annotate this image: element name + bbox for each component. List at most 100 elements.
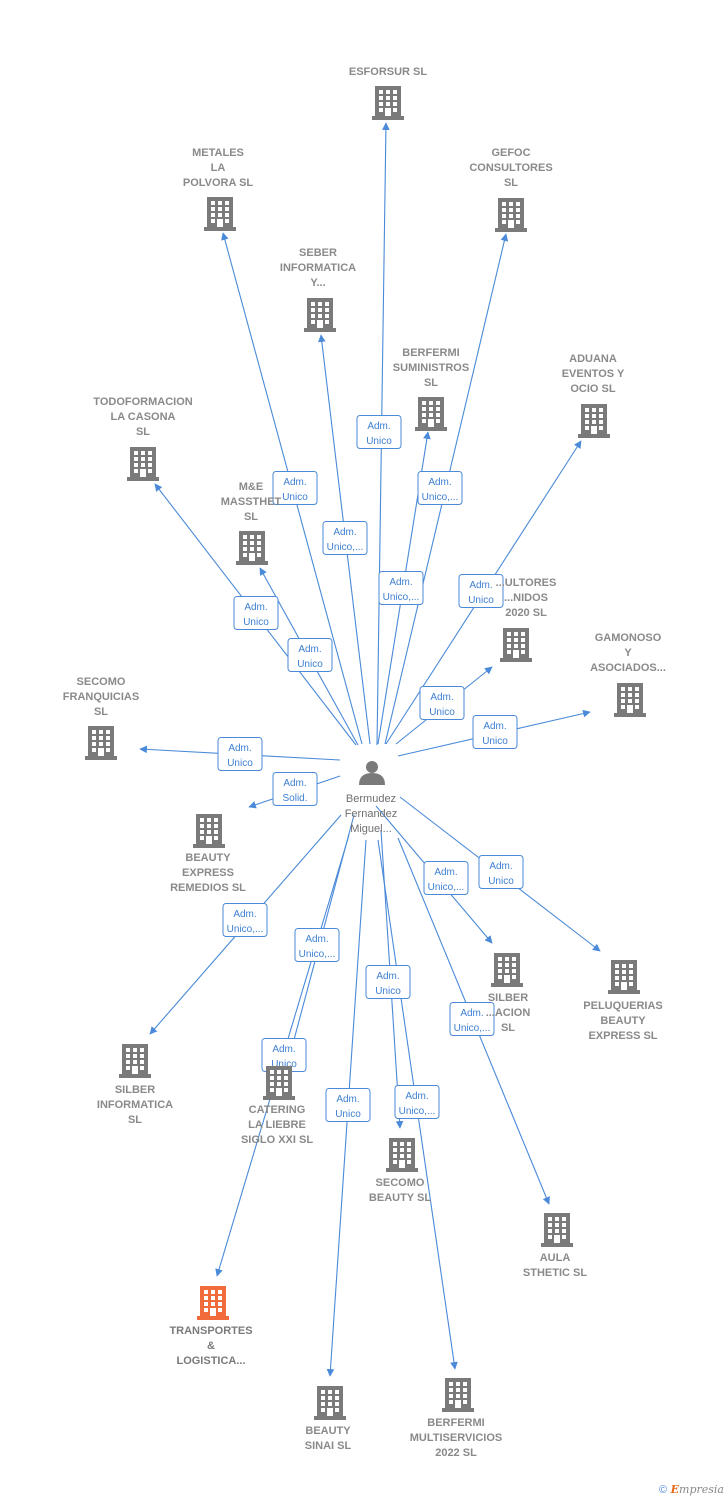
company-label[interactable]: OCIO SL xyxy=(570,383,616,395)
building-icon[interactable] xyxy=(608,960,640,994)
edge-label-box[interactable] xyxy=(222,903,268,937)
company-label[interactable]: SEBER xyxy=(299,247,337,259)
company-label[interactable]: SL xyxy=(244,511,258,523)
company-label[interactable]: SL xyxy=(424,377,438,389)
company-node-mne[interactable]: M&E MASSTHET SL xyxy=(221,481,282,565)
edge-label-box[interactable] xyxy=(287,638,333,672)
edge-label-aula[interactable]: Adm.Unico,... xyxy=(449,1002,495,1036)
building-icon[interactable] xyxy=(500,628,532,662)
edge-label-box[interactable] xyxy=(478,855,524,889)
company-label[interactable]: EXPRESS SL xyxy=(588,1030,657,1042)
company-node-gamonoso[interactable]: GAMONOSOYASOCIADOS... xyxy=(590,632,666,717)
company-label[interactable]: SL xyxy=(128,1114,142,1126)
edge-label-box[interactable] xyxy=(458,574,504,608)
building-icon[interactable] xyxy=(314,1386,346,1420)
company-label[interactable]: CATERING xyxy=(249,1104,306,1116)
building-icon[interactable] xyxy=(304,298,336,332)
edge-label-box[interactable] xyxy=(233,596,279,630)
building-icon[interactable] xyxy=(85,726,117,760)
company-label[interactable]: 2022 SL xyxy=(435,1447,477,1459)
company-label[interactable]: MULTISERVICIOS xyxy=(410,1432,503,1444)
edge-label-secomo_fr[interactable]: Adm.Unico xyxy=(217,737,263,771)
company-node-berfermi_sum[interactable]: BERFERMI SUMINISTROS SL xyxy=(393,347,469,431)
company-label[interactable]: ...ACION xyxy=(486,1007,531,1019)
building-icon[interactable] xyxy=(495,198,527,232)
company-node-secomo_fr[interactable]: SECOMO FRANQUICIAS SL xyxy=(63,676,139,760)
company-label[interactable]: SL xyxy=(94,706,108,718)
company-label[interactable]: INFORMATICA xyxy=(280,262,356,274)
person-label[interactable]: Miguel... xyxy=(350,823,392,835)
building-icon[interactable] xyxy=(442,1378,474,1412)
building-icon[interactable] xyxy=(386,1138,418,1172)
company-label[interactable]: STHETIC SL xyxy=(523,1267,587,1279)
edge-label-beauty_sinai[interactable]: Adm.Unico xyxy=(325,1088,371,1122)
company-label[interactable]: ADUANA xyxy=(569,353,617,365)
company-label[interactable]: SECOMO xyxy=(77,676,126,688)
company-label[interactable]: Y xyxy=(624,647,632,659)
building-icon[interactable] xyxy=(578,404,610,438)
building-icon[interactable] xyxy=(263,1066,295,1100)
company-label[interactable]: SL xyxy=(504,177,518,189)
company-label[interactable]: BERFERMI xyxy=(402,347,459,359)
company-label[interactable]: FRANQUICIAS xyxy=(63,691,139,703)
building-icon[interactable] xyxy=(372,86,404,120)
company-label[interactable]: SECOMO xyxy=(376,1177,425,1189)
edge-label-seber[interactable]: Adm.Unico,... xyxy=(322,521,368,555)
company-label[interactable]: SL xyxy=(136,426,150,438)
company-label[interactable]: LOGISTICA... xyxy=(176,1355,245,1367)
building-icon[interactable] xyxy=(197,1286,229,1320)
edge-label-box[interactable] xyxy=(449,1002,495,1036)
company-node-seber[interactable]: SEBER INFORMATICA Y... xyxy=(280,247,356,332)
company-label[interactable]: SIGLO XXI SL xyxy=(241,1134,313,1146)
edge-label-silber_form[interactable]: Adm.Unico,... xyxy=(423,861,469,895)
person-label[interactable]: Fernandez xyxy=(345,808,398,820)
edge-label-metales[interactable]: Adm.Unico xyxy=(272,471,318,505)
edge-label-esforsur[interactable]: Adm.Unico xyxy=(356,415,402,449)
edge-label-box[interactable] xyxy=(423,861,469,895)
building-icon[interactable] xyxy=(119,1044,151,1078)
company-label[interactable]: SILBER xyxy=(115,1084,155,1096)
company-label[interactable]: SILBER xyxy=(488,992,528,1004)
company-label[interactable]: LA xyxy=(211,162,226,174)
company-label[interactable]: & xyxy=(207,1340,215,1352)
edge-label-berfermi_serv[interactable]: Adm.Unico,... xyxy=(394,1085,440,1119)
edge-label-box[interactable] xyxy=(417,471,463,505)
company-node-beauty_sinai[interactable]: BEAUTY SINAI SL xyxy=(305,1386,352,1452)
company-label[interactable]: Y... xyxy=(310,277,325,289)
building-icon[interactable] xyxy=(415,397,447,431)
edge-label-box[interactable] xyxy=(378,571,424,605)
company-label[interactable]: SL xyxy=(501,1022,515,1034)
edge-label-box[interactable] xyxy=(356,415,402,449)
building-icon[interactable] xyxy=(204,197,236,231)
company-label[interactable]: EVENTOS Y xyxy=(562,368,625,380)
edge-label-catering[interactable]: Adm.Unico,... xyxy=(294,928,340,962)
company-node-silber_inf[interactable]: SILBER INFORMATICA SL xyxy=(97,1044,173,1126)
building-icon[interactable] xyxy=(193,814,225,848)
edge-label-peluquerias[interactable]: Adm.Unico xyxy=(478,855,524,889)
edge-label-todoformacion[interactable]: Adm.Unico xyxy=(233,596,279,630)
edge-label-box[interactable] xyxy=(322,521,368,555)
company-label[interactable]: EXPRESS xyxy=(182,867,234,879)
company-node-transportes[interactable]: TRANSPORTES & LOGISTICA... xyxy=(169,1286,253,1367)
company-label[interactable]: INFORMATICA xyxy=(97,1099,173,1111)
company-label[interactable]: M&E xyxy=(239,481,263,493)
company-label[interactable]: BEAUTY xyxy=(305,1425,351,1437)
company-label[interactable]: ASOCIADOS... xyxy=(590,662,666,674)
person-icon-head[interactable] xyxy=(366,761,378,773)
company-label[interactable]: MASSTHET xyxy=(221,496,282,508)
edge-label-aduana[interactable]: Adm.Unico xyxy=(458,574,504,608)
building-icon[interactable] xyxy=(541,1213,573,1247)
company-label[interactable]: SUMINISTROS xyxy=(393,362,469,374)
company-label[interactable]: TRANSPORTES xyxy=(169,1325,252,1337)
company-label[interactable]: SINAI SL xyxy=(305,1440,352,1452)
company-label[interactable]: CONSULTORES xyxy=(469,162,552,174)
edge-label-box[interactable] xyxy=(472,715,518,749)
building-icon[interactable] xyxy=(491,953,523,987)
